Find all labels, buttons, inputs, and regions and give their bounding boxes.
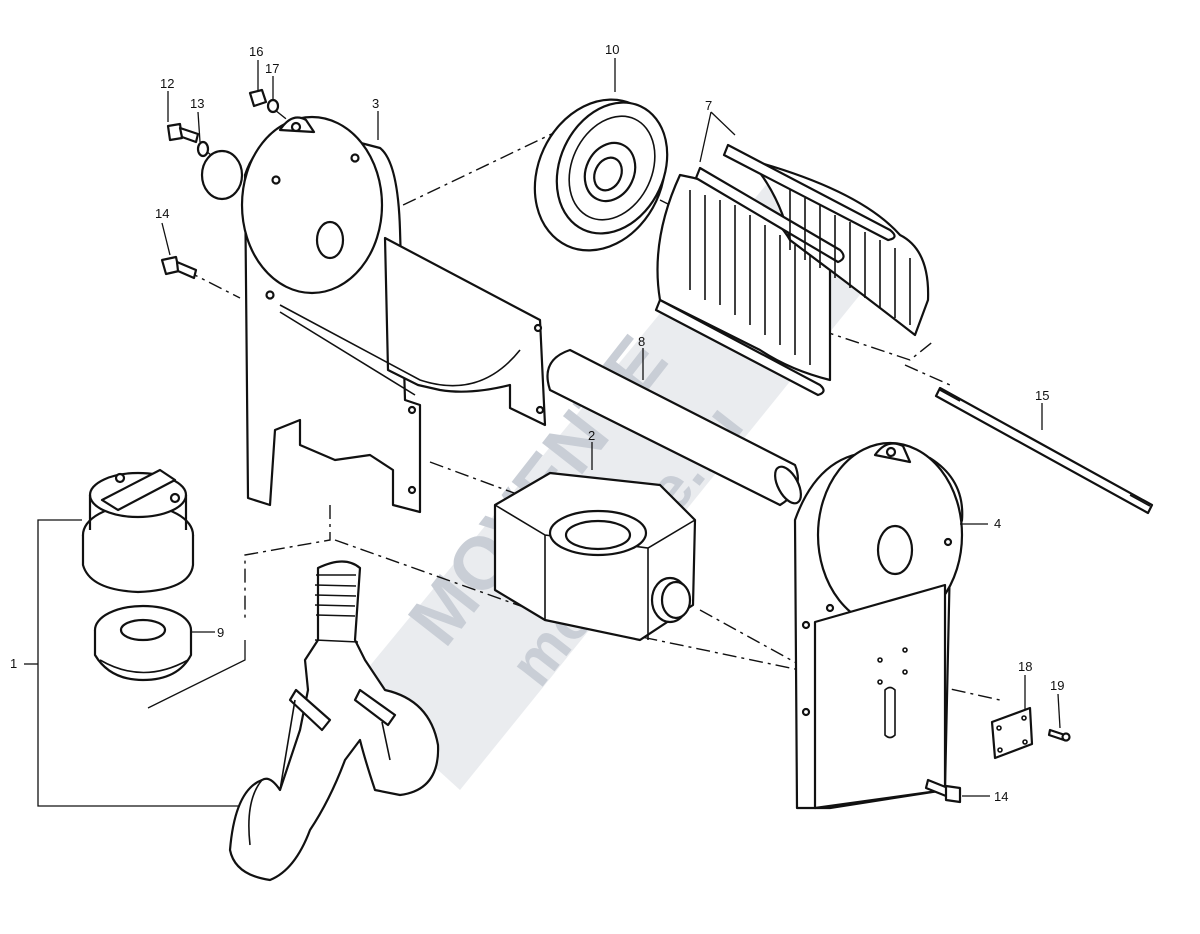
callout-12: 12 — [160, 76, 174, 91]
hook-nut — [81, 468, 195, 594]
callout-4: 4 — [994, 516, 1001, 531]
callout-17: 17 — [265, 61, 279, 76]
rope-guide-cage — [654, 143, 930, 397]
screw-19 — [1047, 728, 1071, 742]
pulley-sheave — [533, 98, 669, 252]
bolt-14-upper — [160, 255, 198, 280]
callout-19: 19 — [1050, 678, 1064, 693]
tie-rod-15 — [934, 386, 1154, 515]
leader-lines — [24, 58, 1061, 807]
bolt-12 — [166, 122, 200, 144]
swivel-block-2 — [493, 471, 697, 642]
callout-16: 16 — [249, 44, 263, 59]
thrust-bearing-9 — [93, 604, 193, 682]
washer-13 — [196, 140, 210, 158]
crane-hook — [228, 560, 440, 882]
callout-18: 18 — [1018, 659, 1032, 674]
callout-9: 9 — [217, 625, 224, 640]
cover-disc — [200, 149, 244, 201]
callout-14-lower: 14 — [994, 789, 1008, 804]
callout-3: 3 — [372, 96, 379, 111]
callout-13: 13 — [190, 96, 204, 111]
nut-16 — [248, 88, 268, 108]
callout-labels: 1 2 3 4 7 8 9 10 12 13 14 14 15 16 17 18… — [10, 42, 1064, 804]
side-plate-right — [793, 441, 964, 810]
callout-2: 2 — [588, 428, 595, 443]
callout-8: 8 — [638, 334, 645, 349]
bolt-14-lower — [924, 778, 962, 804]
shaft-8 — [546, 348, 802, 507]
callout-7: 7 — [705, 98, 712, 113]
callout-15: 15 — [1035, 388, 1049, 403]
side-plate-left — [240, 115, 547, 514]
washer-17 — [266, 98, 280, 114]
nameplate-18 — [990, 706, 1034, 760]
callout-1: 1 — [10, 656, 17, 671]
callout-10: 10 — [605, 42, 619, 57]
callout-14-upper: 14 — [155, 206, 169, 221]
